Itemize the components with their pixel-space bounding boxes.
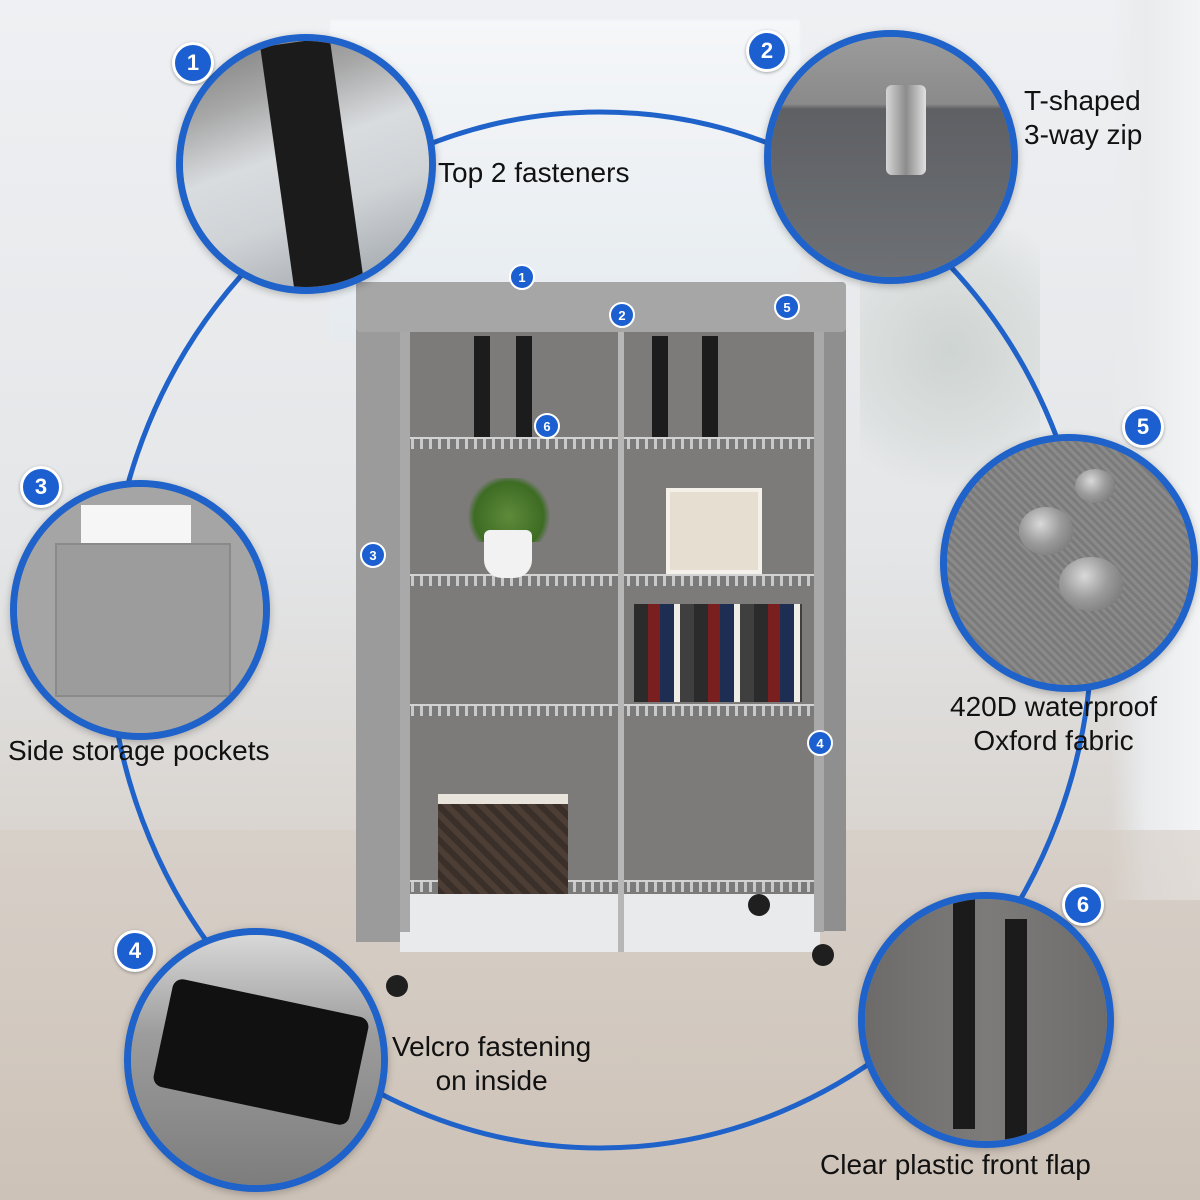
feature-label-5: 420D waterproof Oxford fabric: [950, 690, 1157, 757]
wire-shelf: [402, 437, 820, 449]
photo-frame: [666, 488, 762, 574]
feature-label-1: Top 2 fasteners: [438, 157, 630, 188]
shelf-cover-product: 1 2 5 6 3 4: [356, 264, 846, 997]
inner-strap: [652, 336, 668, 441]
callout-side-pocket: [10, 480, 270, 740]
callout-zipper: [764, 30, 1018, 284]
feature-label-4: Velcro fastening on inside: [392, 1030, 591, 1097]
clear-flap-photo-icon: [865, 899, 1107, 1141]
feature-label-3: Side storage pockets: [8, 735, 270, 766]
product-marker: 1: [509, 264, 535, 290]
feature-label-4-line-2: on inside: [435, 1064, 548, 1096]
callout-fasteners: [176, 34, 436, 294]
caster-wheel-icon: [386, 975, 408, 997]
feature-badge-4: 4: [114, 930, 156, 972]
feature-label-2-line-1: T-shaped: [1024, 85, 1141, 116]
feature-badge-3: 3: [20, 466, 62, 508]
inner-strap: [702, 336, 718, 441]
cover-top: [356, 282, 846, 332]
callout-velcro: [124, 928, 388, 1192]
feature-label-5-line-1: 420D waterproof: [950, 691, 1158, 722]
books-row: [634, 604, 802, 702]
inner-strap: [516, 336, 532, 441]
front-zipper-line: [618, 312, 624, 952]
feature-label-6: Clear plastic front flap: [820, 1149, 1091, 1180]
product-marker: 5: [774, 294, 800, 320]
water-drop-icon: [1075, 469, 1115, 503]
product-marker: 6: [534, 413, 560, 439]
water-drop-icon: [1019, 507, 1073, 555]
feature-label-2-line-2: 3-way zip: [1024, 118, 1143, 150]
feature-badge-2: 2: [746, 30, 788, 72]
wire-shelf: [402, 704, 820, 716]
wire-shelf: [402, 574, 820, 586]
product-marker: 2: [609, 302, 635, 328]
cover-edge: [400, 332, 410, 932]
inner-strap: [474, 336, 490, 441]
plant-pot: [484, 530, 532, 578]
feature-label-5-line-2: Oxford fabric: [973, 724, 1134, 756]
cover-edge: [814, 332, 824, 932]
storage-basket: [438, 794, 568, 894]
product-marker: 3: [360, 542, 386, 568]
flap-strap: [953, 899, 975, 1129]
product-marker: 4: [807, 730, 833, 756]
caster-wheel-icon: [748, 894, 770, 916]
water-drop-icon: [1059, 557, 1123, 611]
feature-badge-5: 5: [1122, 406, 1164, 448]
feature-label-4-line-1: Velcro fastening: [392, 1031, 592, 1062]
flap-strap: [1005, 919, 1027, 1141]
feature-badge-1: 1: [172, 42, 214, 84]
zipper-pull-icon: [886, 85, 926, 175]
feature-badge-6: 6: [1062, 884, 1104, 926]
pocket-flap: [55, 543, 231, 697]
callout-clear-flap: [858, 892, 1114, 1148]
caster-wheel-icon: [812, 944, 834, 966]
feature-label-2: T-shaped 3-way zip: [1024, 84, 1142, 151]
cover-side-panel: [356, 282, 400, 942]
callout-waterproof: [940, 434, 1198, 692]
